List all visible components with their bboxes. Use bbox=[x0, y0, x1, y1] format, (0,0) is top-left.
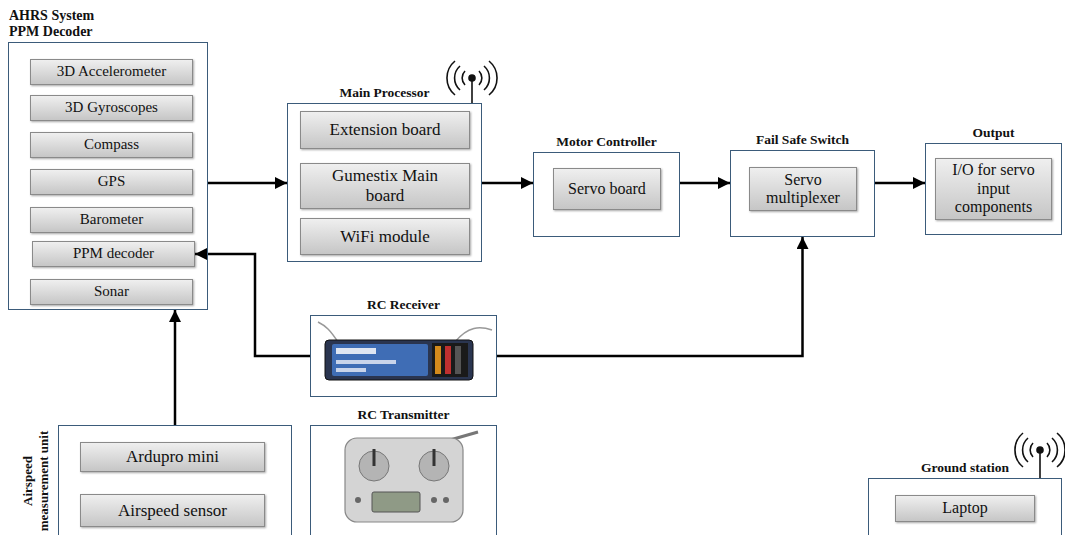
antenna-stem bbox=[471, 80, 473, 103]
pin-row bbox=[445, 346, 451, 374]
antenna-tip bbox=[1037, 447, 1043, 453]
group-box: Airspeed measurement unitArdupro miniAir… bbox=[58, 425, 292, 535]
component-label: Servo multiplexer bbox=[756, 171, 851, 208]
connector-arrow bbox=[482, 182, 533, 185]
group-box: Main ProcessorExtension boardGumestix Ma… bbox=[287, 103, 482, 262]
lcd-screen bbox=[372, 492, 420, 512]
signal-wave bbox=[462, 71, 465, 85]
group-heading: Motor Controller bbox=[514, 134, 699, 150]
receiver-pins bbox=[432, 343, 468, 377]
component-label: Ardupro mini bbox=[126, 447, 219, 467]
connector-arrow bbox=[680, 182, 730, 185]
component-label: Airspeed sensor bbox=[118, 501, 227, 521]
component-box: Ardupro mini bbox=[80, 442, 265, 472]
group-box: AHRS System PPM Decoder3D Accelerometer3… bbox=[8, 42, 208, 310]
antenna-icon bbox=[447, 61, 497, 103]
component-label: Servo board bbox=[568, 180, 646, 198]
control-stick bbox=[433, 449, 436, 466]
component-box: I/O for servo input components bbox=[935, 158, 1052, 220]
component-box: Servo board bbox=[553, 168, 661, 210]
receiver-body bbox=[325, 340, 473, 380]
pin-block bbox=[432, 343, 468, 377]
component-box: Servo multiplexer bbox=[749, 167, 857, 211]
group-box: OutputI/O for servo input components bbox=[925, 143, 1062, 235]
signal-wave bbox=[1052, 438, 1057, 462]
connector-arrow bbox=[875, 182, 925, 185]
signal-wave bbox=[484, 66, 489, 90]
component-box: Laptop bbox=[895, 495, 1035, 522]
component-label: PPM decoder bbox=[73, 245, 154, 262]
group-heading: Output bbox=[906, 125, 1065, 141]
signal-wave bbox=[1057, 433, 1065, 467]
component-label: 3D Accelerometer bbox=[57, 63, 167, 80]
group-box: RC Transmitter bbox=[310, 425, 497, 535]
component-label: Sonar bbox=[94, 283, 129, 300]
group-box: Motor ControllerServo board bbox=[533, 152, 680, 237]
signal-wave bbox=[489, 61, 497, 95]
button bbox=[355, 497, 361, 503]
component-label: Compass bbox=[84, 136, 139, 153]
receiver-antenna-wire bbox=[318, 322, 338, 342]
group-heading: Ground station bbox=[849, 460, 1065, 476]
component-label: I/O for servo input components bbox=[944, 161, 1044, 216]
button bbox=[431, 497, 437, 503]
component-box: Airspeed sensor bbox=[80, 494, 265, 527]
component-label: Gumestix Main board bbox=[330, 166, 440, 205]
component-box: 3D Accelerometer bbox=[30, 59, 193, 85]
group-heading: Airspeed measurement unit bbox=[20, 421, 54, 535]
component-box: WiFi module bbox=[300, 218, 470, 255]
component-box: Barometer bbox=[30, 207, 193, 233]
component-box: Gumestix Main board bbox=[300, 163, 470, 209]
group-heading: Fail Safe Switch bbox=[711, 132, 894, 148]
component-box: GPS bbox=[30, 169, 193, 195]
component-box: PPM decoder bbox=[32, 241, 195, 267]
connector-arrow bbox=[497, 237, 803, 356]
transmitter-picture bbox=[345, 432, 478, 522]
connector-arrow bbox=[208, 182, 287, 185]
transmitter-body bbox=[345, 438, 463, 522]
group-heading: AHRS System PPM Decoder bbox=[9, 8, 119, 40]
group-heading: Main Processor bbox=[268, 85, 501, 101]
component-box: Extension board bbox=[300, 111, 470, 149]
component-label: Extension board bbox=[330, 120, 441, 140]
group-heading: RC Transmitter bbox=[291, 407, 516, 423]
antenna-tip bbox=[469, 75, 475, 81]
signal-wave bbox=[479, 71, 482, 85]
signal-wave bbox=[1023, 438, 1028, 462]
signal-wave bbox=[1030, 443, 1033, 457]
component-label: GPS bbox=[98, 173, 126, 190]
receiver-picture bbox=[318, 322, 492, 380]
group-box: Ground stationLaptop bbox=[868, 478, 1062, 535]
receiver-label-stripe bbox=[336, 368, 366, 372]
antenna-icon bbox=[1015, 433, 1065, 478]
group-box: RC Receiver bbox=[310, 315, 497, 397]
pin-row bbox=[455, 346, 461, 374]
component-label: Barometer bbox=[80, 211, 143, 228]
button bbox=[443, 497, 449, 503]
antenna-stem bbox=[1039, 452, 1041, 478]
receiver-label-stripe bbox=[336, 360, 396, 364]
component-label: WiFi module bbox=[340, 227, 430, 247]
signal-wave bbox=[447, 61, 455, 95]
component-label: Laptop bbox=[942, 499, 987, 517]
connector-arrow bbox=[195, 254, 310, 356]
pin-row bbox=[435, 346, 441, 374]
receiver-label bbox=[332, 344, 428, 376]
signal-wave bbox=[1015, 433, 1023, 467]
group-heading: RC Receiver bbox=[291, 297, 516, 313]
component-label: 3D Gyroscopes bbox=[65, 99, 158, 116]
signal-wave bbox=[455, 66, 460, 90]
signal-wave bbox=[1047, 443, 1050, 457]
group-box: Fail Safe SwitchServo multiplexer bbox=[730, 150, 875, 237]
component-box: 3D Gyroscopes bbox=[30, 95, 193, 121]
component-box: Sonar bbox=[30, 279, 193, 305]
receiver-label-stripe bbox=[336, 348, 376, 354]
component-box: Compass bbox=[30, 132, 193, 158]
control-stick bbox=[373, 449, 376, 466]
connector-arrow bbox=[174, 310, 177, 425]
